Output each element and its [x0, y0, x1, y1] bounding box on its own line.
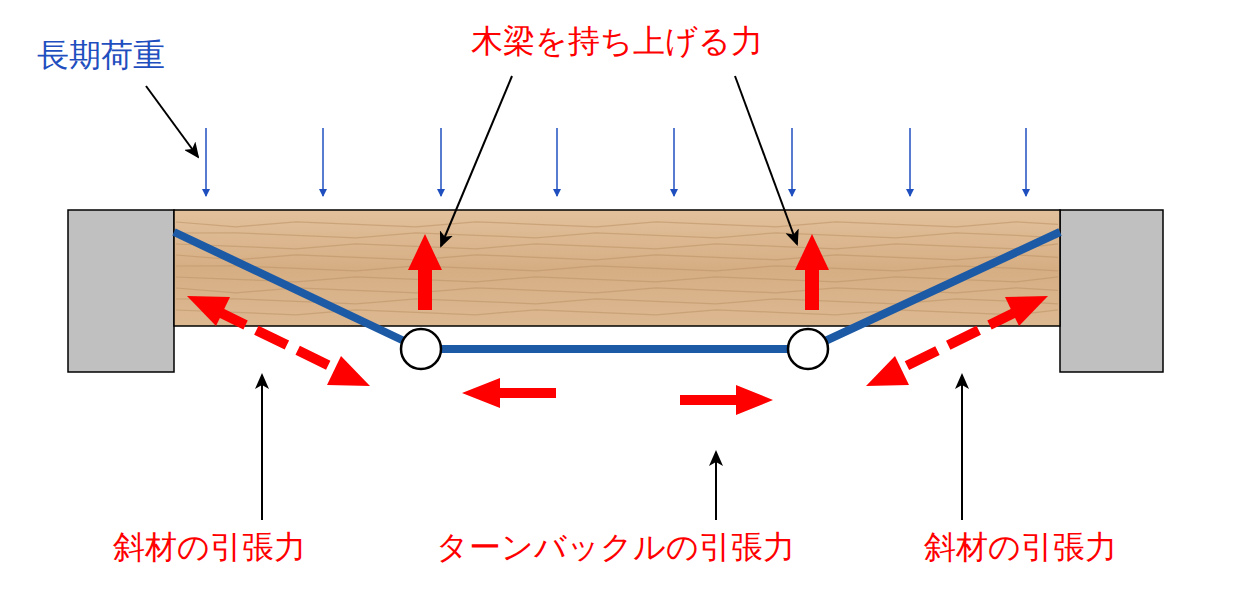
wooden-beam	[174, 210, 1060, 326]
diagonal-force-heads	[187, 296, 1048, 386]
support	[68, 210, 174, 372]
tension-rod	[174, 232, 1060, 349]
wood-grain	[176, 222, 1058, 315]
force-label: 斜材の引張力	[113, 528, 306, 566]
leader-lines	[146, 76, 962, 520]
force-label: 斜材の引張力	[924, 528, 1117, 566]
load-label: 長期荷重	[37, 36, 165, 74]
force-label: 木梁を持ち上げる力	[471, 22, 763, 60]
rod-joint	[401, 329, 441, 369]
diagonal-force	[215, 310, 1020, 372]
force-arrows	[408, 234, 829, 415]
support	[1060, 210, 1163, 372]
rod-joint	[788, 329, 828, 369]
load-arrows	[206, 128, 1026, 196]
force-label: ターンバックルの引張力	[436, 528, 795, 566]
